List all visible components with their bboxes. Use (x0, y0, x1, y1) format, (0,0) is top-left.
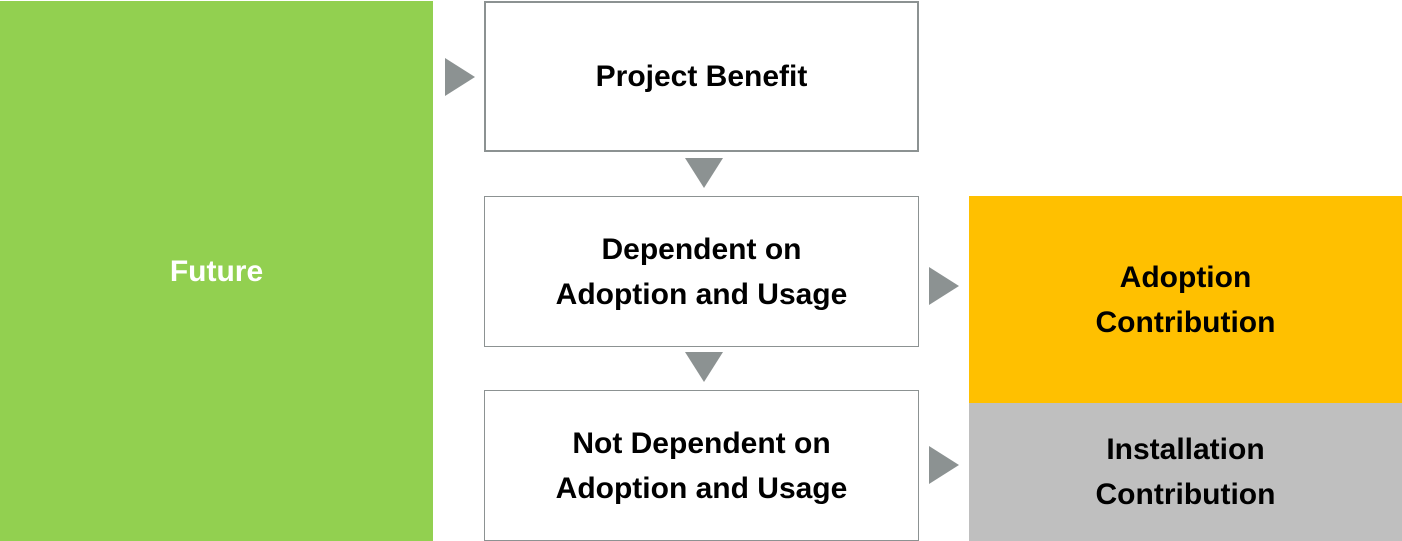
installation-contribution-box: Installation Contribution (969, 403, 1402, 541)
future-label: Future (169, 254, 264, 288)
arrow-down-icon (685, 158, 723, 188)
arrow-right-icon (929, 267, 959, 305)
dependent-label: Dependent on Adoption and Usage (555, 232, 848, 311)
future-block: Future (0, 1, 433, 541)
arrow-right-icon (445, 58, 475, 96)
dependent-box: Dependent on Adoption and Usage (484, 196, 919, 347)
project-benefit-label: Project Benefit (595, 60, 808, 93)
project-benefit-box: Project Benefit (484, 1, 919, 152)
not-dependent-box: Not Dependent on Adoption and Usage (484, 390, 919, 541)
arrow-right-icon (929, 446, 959, 484)
adoption-contribution-label: Adoption Contribution (1095, 260, 1276, 339)
adoption-contribution-box: Adoption Contribution (969, 196, 1402, 403)
arrow-down-icon (685, 352, 723, 382)
not-dependent-label: Not Dependent on Adoption and Usage (555, 426, 848, 505)
installation-contribution-label: Installation Contribution (1095, 433, 1276, 511)
